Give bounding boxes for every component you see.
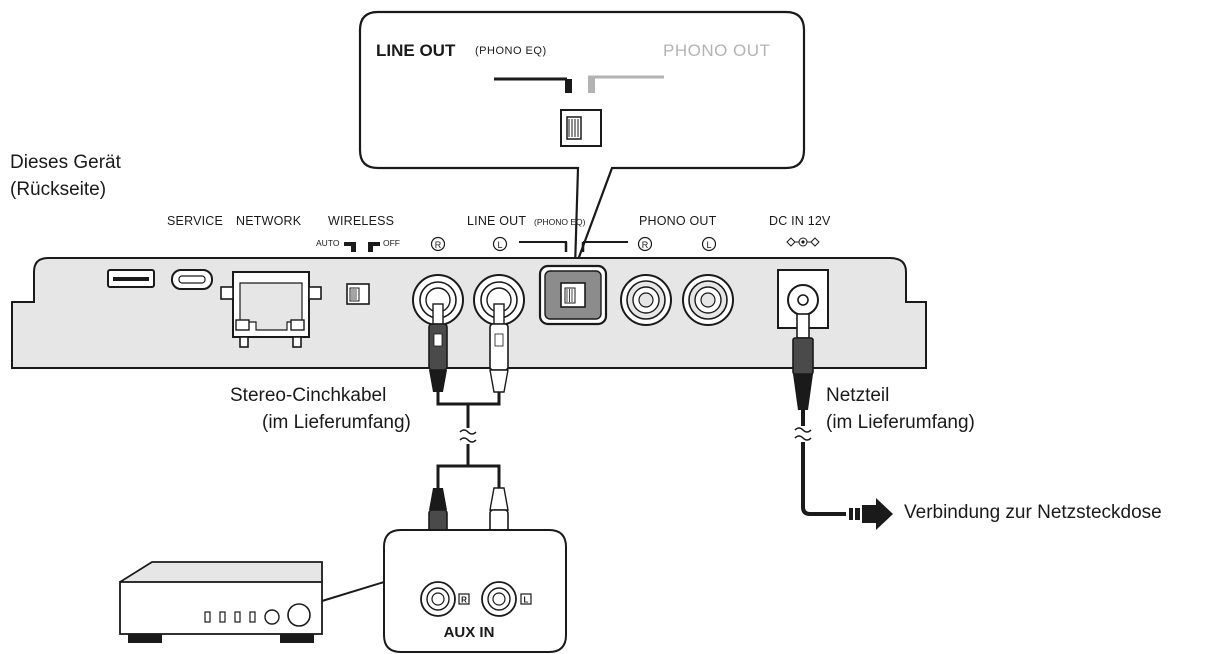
aux-in-box — [383, 529, 567, 653]
stereo-cable-included-label: (im Lieferumfang) — [262, 412, 411, 433]
line-out-r-badge: R — [430, 236, 446, 252]
callout-switch-icon — [560, 109, 602, 147]
ethernet-jack — [220, 271, 322, 348]
aux-l-badge: L — [520, 593, 532, 605]
service-port — [107, 269, 155, 288]
phono-out-jack-r — [620, 274, 672, 326]
aux-r-label: R — [461, 596, 467, 605]
line-out-indicator-notch — [565, 79, 572, 93]
aux-r-badge: R — [458, 593, 470, 605]
network-mini-port — [171, 269, 213, 290]
aux-in-label: AUX IN — [444, 624, 495, 641]
phono-out-label: PHONO OUT — [639, 214, 717, 228]
aux-in-jack-r — [420, 581, 456, 617]
wireless-auto-label: AUTO — [316, 238, 340, 248]
outlet-arrow-icon — [849, 498, 893, 530]
line-out-l-label: L — [497, 240, 502, 250]
wireless-indicator — [344, 242, 380, 252]
power-adapter-cable — [792, 313, 846, 516]
aux-in-jack-l — [481, 581, 517, 617]
power-adapter-included-label: (im Lieferumfang) — [826, 412, 975, 433]
callout-line-out-label: LINE OUT — [376, 41, 456, 60]
device-subtitle: (Rückseite) — [10, 179, 107, 200]
line-out-phono-eq-label: (PHONO EQ) — [534, 217, 586, 227]
network-label: NETWORK — [236, 214, 302, 228]
dc-polarity-icon — [786, 237, 820, 247]
phono-out-r-badge: R — [637, 236, 653, 252]
stereo-cable-label: Stereo-Cinchkabel — [230, 385, 387, 406]
wireless-off-label: OFF — [383, 238, 400, 248]
amplifier — [119, 561, 323, 643]
phono-out-l-label: L — [706, 240, 711, 250]
service-label: SERVICE — [167, 214, 224, 228]
callout-phono-eq-label: (PHONO EQ) — [475, 45, 547, 57]
power-adapter-label: Netzteil — [826, 385, 890, 406]
dc-in-label: DC IN 12V — [769, 214, 831, 228]
panel-switch-indicator — [519, 241, 628, 252]
phono-out-r-label: R — [642, 240, 649, 250]
line-out-jack-r — [412, 274, 464, 326]
line-out-l-badge: L — [492, 236, 508, 252]
callout-phono-out-label: PHONO OUT — [663, 41, 771, 60]
line-out-label: LINE OUT — [467, 214, 527, 228]
phono-out-l-badge: L — [701, 236, 717, 252]
aux-l-label: L — [524, 596, 529, 605]
wireless-label: WIRELESS — [328, 214, 395, 228]
phono-out-indicator-notch — [588, 77, 595, 93]
line-out-r-label: R — [435, 240, 442, 250]
wireless-switch — [346, 283, 370, 305]
amp-callout-leader — [321, 581, 385, 602]
switch-callout — [358, 10, 806, 269]
phono-out-jack-l — [682, 274, 734, 326]
phono-eq-switch — [538, 264, 608, 326]
device-title: Dieses Gerät — [10, 152, 121, 173]
outlet-label: Verbindung zur Netzsteckdose — [904, 502, 1162, 523]
